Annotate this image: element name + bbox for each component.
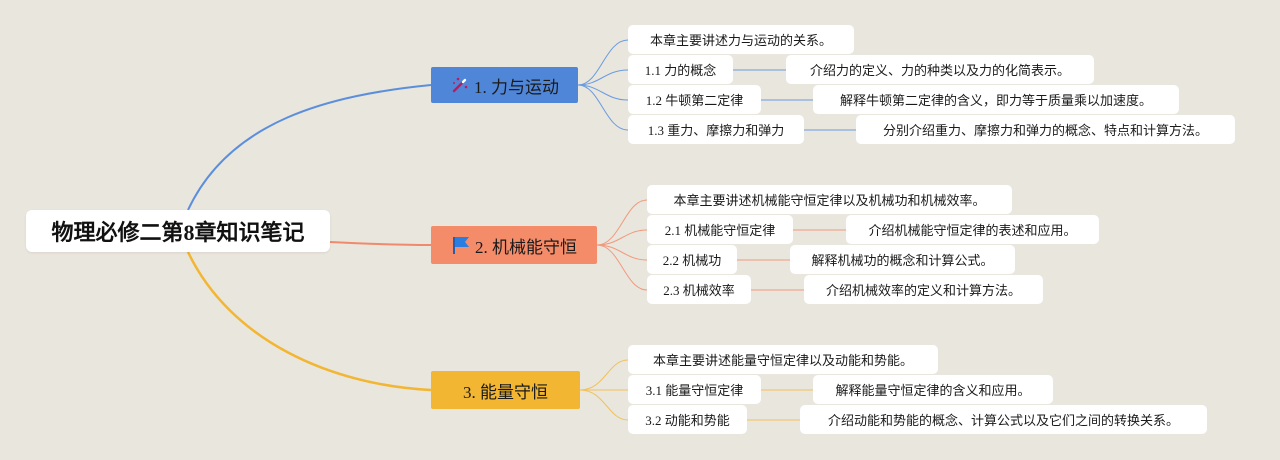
flag-icon (451, 235, 471, 255)
root-node[interactable]: 物理必修二第8章知识笔记 (26, 210, 330, 252)
branch-node-1[interactable]: 1. 力与运动 (431, 67, 578, 103)
branch-label: 2. 机械能守恒 (475, 237, 577, 257)
links-branch-2 (596, 199, 846, 291)
topic-node-3-1[interactable]: 3.1 能量守恒定律 (628, 375, 761, 404)
overview-node-3[interactable]: 本章主要讲述能量守恒定律以及动能和势能。 (628, 345, 938, 374)
detail-node-1-1[interactable]: 介绍力的定义、力的种类以及力的化简表示。 (786, 55, 1094, 84)
topic-node-1-1[interactable]: 1.1 力的概念 (628, 55, 733, 84)
links-branch-1 (577, 39, 856, 131)
overview-node-1[interactable]: 本章主要讲述力与运动的关系。 (628, 25, 854, 54)
detail-node-1-2[interactable]: 解释牛顿第二定律的含义，即力等于质量乘以加速度。 (813, 85, 1179, 114)
detail-node-2-3[interactable]: 介绍机械效率的定义和计算方法。 (804, 275, 1043, 304)
topic-node-2-1[interactable]: 2.1 机械能守恒定律 (647, 215, 793, 244)
topic-node-1-3[interactable]: 1.3 重力、摩擦力和弹力 (628, 115, 804, 144)
magic-wand-icon (450, 75, 470, 95)
detail-node-3-1[interactable]: 解释能量守恒定律的含义和应用。 (813, 375, 1053, 404)
topic-node-2-2[interactable]: 2.2 机械功 (647, 245, 737, 274)
root-title: 物理必修二第8章知识笔记 (51, 220, 305, 245)
overview-node-2[interactable]: 本章主要讲述机械能守恒定律以及机械功和机械效率。 (647, 185, 1012, 214)
link-root-branch-1 (187, 84, 432, 211)
branch-node-3[interactable]: 3. 能量守恒 (431, 371, 580, 409)
detail-node-2-1[interactable]: 介绍机械能守恒定律的表述和应用。 (846, 215, 1099, 244)
topic-node-2-3[interactable]: 2.3 机械效率 (647, 275, 751, 304)
branch-label: 3. 能量守恒 (463, 382, 548, 402)
detail-node-1-3[interactable]: 分别介绍重力、摩擦力和弹力的概念、特点和计算方法。 (856, 115, 1235, 144)
link-root-branch-3 (186, 251, 432, 392)
branch-node-2[interactable]: 2. 机械能守恒 (431, 226, 597, 264)
detail-node-2-2[interactable]: 解释机械功的概念和计算公式。 (790, 245, 1015, 274)
branch-label: 1. 力与运动 (474, 77, 559, 97)
topic-node-3-2[interactable]: 3.2 动能和势能 (628, 405, 747, 434)
links-branch-3 (579, 359, 813, 421)
topic-node-1-2[interactable]: 1.2 牛顿第二定律 (628, 85, 761, 114)
detail-node-3-2[interactable]: 介绍动能和势能的概念、计算公式以及它们之间的转换关系。 (800, 405, 1207, 434)
link-root-branch-2 (329, 241, 432, 246)
